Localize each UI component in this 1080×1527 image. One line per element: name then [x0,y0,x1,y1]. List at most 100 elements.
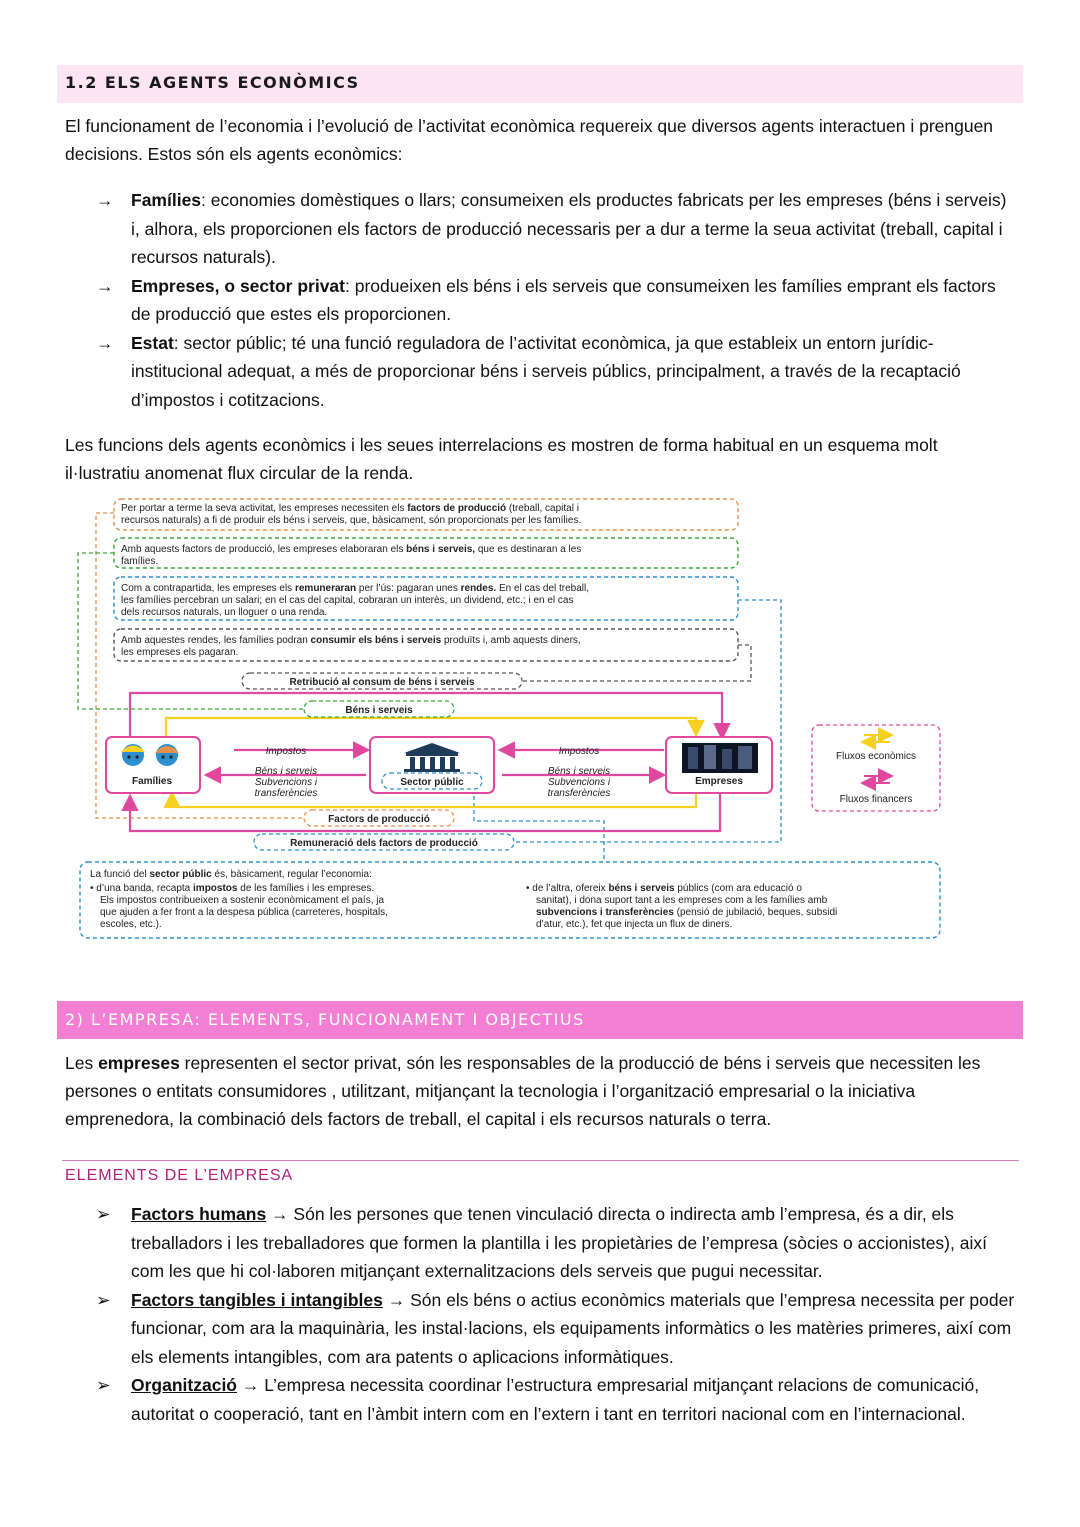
item-text: Són les persones que tenen vinculació di… [131,1204,987,1281]
flow-label: Subvencions i [255,777,318,788]
flow-label: transferències [548,788,611,799]
city-buildings-icon [682,743,758,773]
list-item: ➢ Factors humans → Són les persones que t… [96,1200,1016,1286]
arrow-icon: → [266,1204,294,1224]
elements-list: ➢ Factors humans → Són les persones que t… [96,1200,1016,1428]
arrowhead-bullet-icon: ➢ [96,1204,111,1224]
agents-list: → Famílies: economies domèstiques o llars… [96,186,1016,414]
desc-text: Com a contrapartida, les empreses els re… [121,583,589,594]
node-label: Famílies [132,776,172,787]
pill-text: Factors de producció [328,814,430,825]
desc-box-factors [113,498,739,531]
section-title: 2) L’EMPRESA: ELEMENTS, FUNCIONAMENT I O… [65,1010,585,1029]
arrowhead-bullet-icon: ➢ [96,1289,111,1310]
arrow-icon: → [96,190,114,210]
connector-green [77,552,304,710]
section-title: 1.2 ELS AGENTS ECONÒMICS [65,73,360,92]
term: Factors tangibles i intangibles [131,1289,383,1310]
term: Estat [131,332,174,353]
legend-box [811,724,941,812]
flow-goods-top [164,716,705,738]
families-icon [121,744,179,766]
flow-label: transferències [255,788,318,799]
desc-text: recursos naturals) a fi de produir els b… [121,515,581,526]
outro-paragraph: Les funcions dels agents econòmics i les… [65,435,938,483]
connector-orange [95,512,414,819]
list-item: → Estat: sector públic; té una funció reg… [96,329,1016,415]
desc-box-goods [113,537,739,569]
box-text: Els impostos contribueixen a sostenir ec… [100,895,384,906]
public-sector-box [79,861,941,939]
flow-label: Impostos [266,746,307,757]
pill-factors [303,809,455,827]
desc-text: les empreses els pagaran. [121,647,238,658]
arrow-icon: → [237,1375,265,1395]
item-text: L’empresa necessita coordinar l’estructu… [131,1375,980,1424]
desc-text: famílies. [121,556,158,567]
intro-paragraph: El funcionament de l’economia i l’evoluc… [65,116,994,164]
desc-text: Per portar a terme la seva activitat, le… [121,503,579,514]
pill-retribution [241,672,523,690]
public-sector-label-pill [381,772,483,790]
term: Factors humans [131,1204,267,1224]
connector-dark [522,644,752,682]
desc-text: Amb aquests factors de producció, les em… [121,544,581,555]
box-text: d’atur, etc.), fet que injecta un flux d… [536,919,732,930]
flow-factors-bottom [163,790,698,809]
flow-remuneration-bottom [121,793,722,833]
arrowhead-bullet-icon: ➢ [96,1375,111,1395]
company-paragraph: Les empreses representen el sector priva… [65,1049,1015,1133]
flow-label: Impostos [559,746,600,757]
list-item: → Famílies: economies domèstiques o llars… [96,186,1016,272]
arrow-icon: → [382,1289,411,1310]
node-label: Empreses [695,776,743,787]
text: representen el sector privat, són les re… [65,1053,981,1129]
item-text: : sector públic; té una funció regulador… [131,332,961,410]
item-text: Són els béns o actius econòmics material… [131,1289,1015,1367]
legend-label: Fluxos financers [840,794,913,805]
desc-box-remuneration [113,576,739,621]
financial-flow-legend-icon [860,768,894,791]
pill-text: Retribució al consum de béns i serveis [289,677,475,688]
box-text: que ajuden a fer front a la despesa públ… [100,907,388,918]
box-text: subvencions i transferències (pensió de … [536,907,837,918]
flow-label: Béns i serveis [255,766,317,777]
box-text: sanitat), i dona suport tant a les empre… [536,895,828,906]
pill-goods [303,700,455,718]
subsection-divider [62,1160,1019,1161]
list-item: ➢ Factors tangibles i intangibles → Són e… [96,1286,1016,1372]
pill-text: Béns i serveis [345,705,413,716]
flow-payment-top [128,691,731,741]
list-item: →Empreses, o sector privat: produeixen e… [96,272,1016,329]
box-text: escoles, etc.). [100,919,162,930]
term: Famílies [131,190,202,210]
legend-label: Fluxos econòmics [836,751,916,762]
node-label: Sector públic [400,777,464,788]
economic-flow-legend-icon [860,727,894,750]
desc-text: dels recursos naturals, un lloguer o una… [121,607,327,618]
section-header-bar [57,65,1023,103]
pill-remuneration [253,833,515,851]
flow-label: Subvencions i [548,777,611,788]
connector-public [473,789,605,861]
list-item: ➢ Organització → L’empresa necessita coor… [96,1371,1016,1428]
item-text: : economies domèstiques o llars; consume… [131,190,1007,267]
box-text: • de l’altra, ofereix béns i serveis púb… [526,883,802,894]
box-text: • d’una banda, recapta impostos de les f… [90,883,374,894]
pill-text: Remuneració dels factors de producció [290,838,478,849]
desc-text: Amb aquestes rendes, les famílies podran… [121,635,581,646]
text: Les [65,1053,99,1073]
flow-label: Béns i serveis [548,766,610,777]
arrow-icon: → [96,332,114,353]
arrow-icon: → [96,275,114,296]
desc-text: les famílies percebran un salari; en el … [121,595,573,606]
section-header-bar [57,1001,1023,1039]
connector-blue [514,599,782,843]
term: Empreses, o sector privat [131,275,345,296]
term: Organització [131,1375,237,1395]
subsection-title: ELEMENTS DE L’EMPRESA [65,1167,294,1184]
desc-box-consumption [113,628,739,662]
box-text: La funció del sector públic és, bàsicame… [90,869,372,880]
circular-flow-diagram: Per portar a terme la seva activitat, le… [77,498,941,939]
